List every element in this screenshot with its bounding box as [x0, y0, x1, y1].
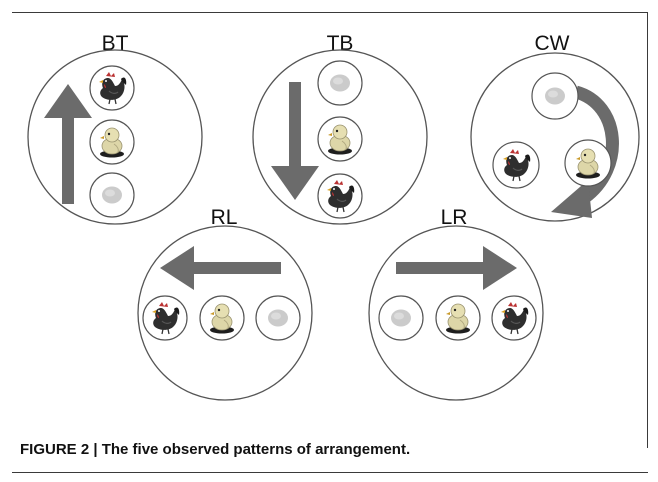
- pattern-label-rl: RL: [211, 206, 238, 229]
- item-slot: [531, 72, 579, 120]
- item-slot: [142, 295, 188, 341]
- frame-border-right: [647, 12, 648, 448]
- item-slot: [564, 139, 612, 187]
- egg-icon: [102, 186, 122, 204]
- pattern-label-tb: TB: [327, 32, 354, 55]
- pattern-tb: TB: [252, 32, 428, 225]
- egg-icon: [545, 87, 565, 105]
- item-slot: [89, 65, 135, 111]
- pattern-rl: RL: [137, 206, 313, 401]
- clockwise-arrow-icon: [551, 85, 619, 218]
- pattern-lr: LR: [368, 206, 544, 401]
- pattern-label-bt: BT: [102, 32, 129, 55]
- pattern-bt: BT: [27, 32, 203, 225]
- item-slot: [378, 295, 424, 341]
- item-slot: [491, 295, 537, 341]
- arrow-left-icon: [160, 246, 281, 290]
- arrow-down-icon: [271, 82, 319, 200]
- figure-caption: FIGURE 2 | The five observed patterns of…: [20, 441, 411, 458]
- item-slot: [317, 173, 363, 219]
- item-slot: [317, 60, 363, 106]
- pattern-label-cw: CW: [535, 32, 570, 55]
- egg-icon: [391, 309, 411, 327]
- arrow-up-icon: [44, 84, 92, 204]
- item-slot: [255, 295, 301, 341]
- item-slot: [492, 141, 540, 189]
- item-slot: [199, 295, 245, 341]
- egg-icon: [268, 309, 288, 327]
- item-slot: [435, 295, 481, 341]
- arrow-right-icon: [396, 246, 517, 290]
- frame-border-top: [12, 12, 648, 13]
- pattern-cw: CW: [470, 32, 640, 222]
- item-slot: [89, 119, 135, 165]
- item-slot: [89, 172, 135, 218]
- frame-border-bottom: [12, 472, 648, 473]
- pattern-label-lr: LR: [441, 206, 468, 229]
- item-slot: [317, 116, 363, 162]
- egg-icon: [330, 74, 350, 92]
